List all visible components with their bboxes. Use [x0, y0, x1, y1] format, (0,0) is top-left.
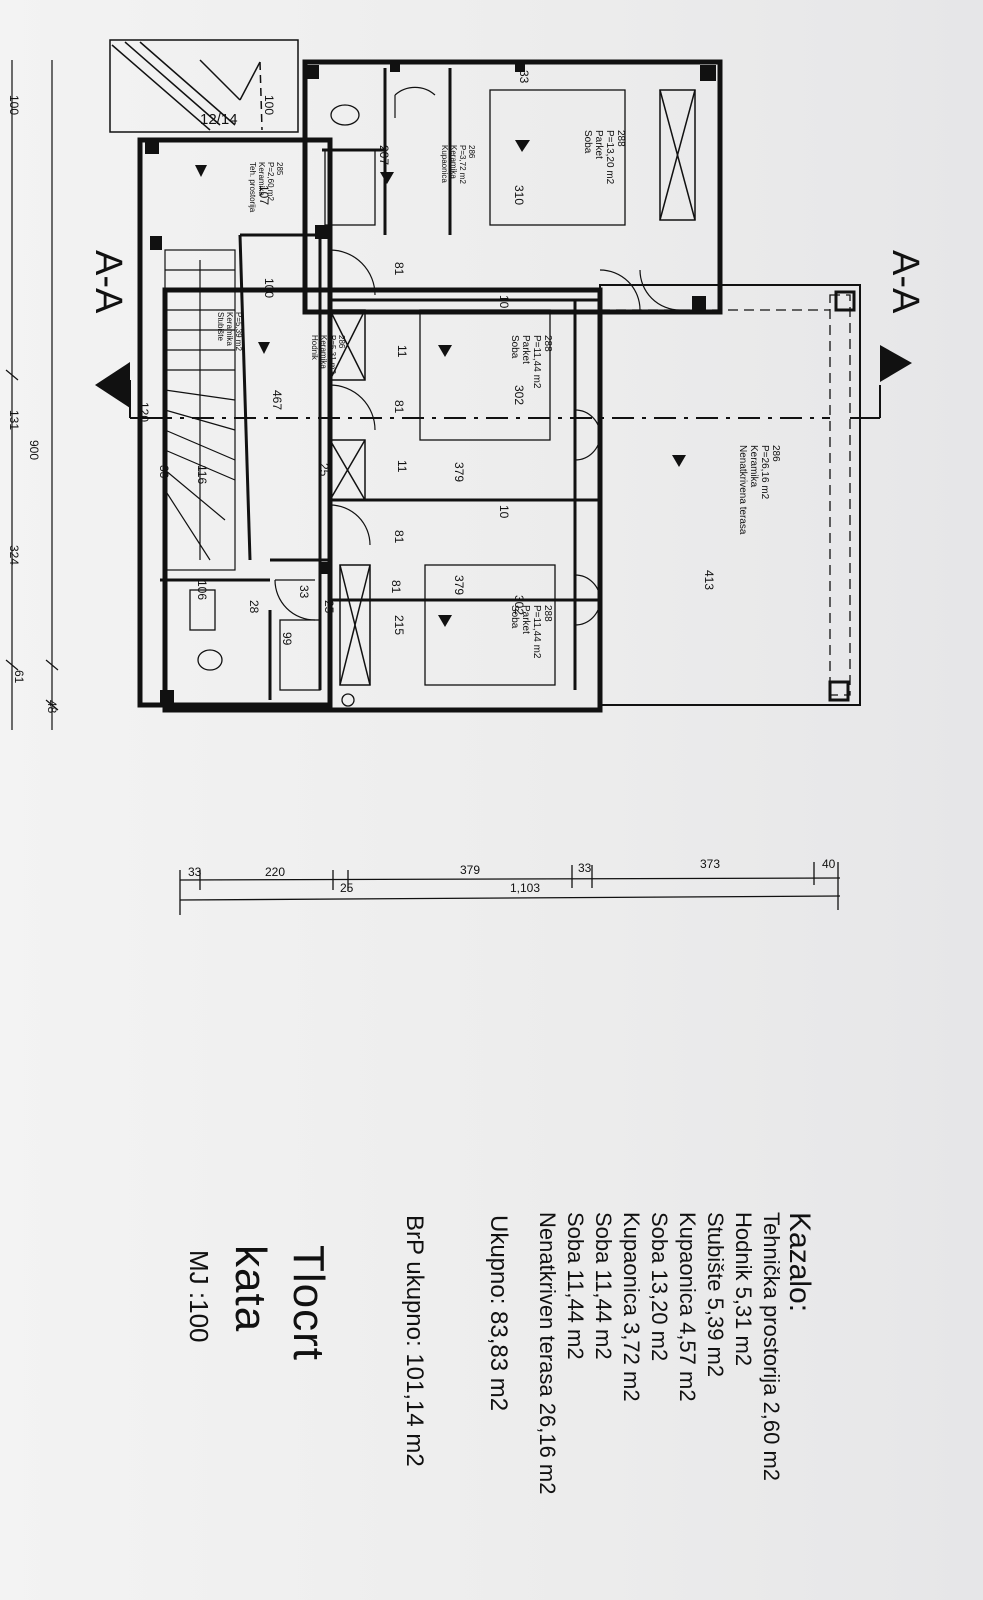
- beds: [419, 89, 626, 686]
- dimension-label: 81: [392, 262, 406, 276]
- dimension-label: 413: [702, 570, 716, 590]
- dimension-label: 900: [27, 440, 41, 460]
- door-swings: [274, 86, 681, 626]
- bottom-dimension-chain: [179, 862, 841, 915]
- outer-dimension-lines: [5, 60, 59, 730]
- plan-scale: MJ :100: [184, 1250, 214, 1343]
- room-labels: SobaParketP=13,20 m2288 SobaParketP=11,4…: [216, 130, 781, 659]
- dimension-label: 100: [262, 278, 276, 298]
- dimension-label: 302: [512, 595, 526, 615]
- sanitary-fixtures: [189, 104, 376, 707]
- stair-ratio-label: 12/14: [200, 111, 238, 128]
- room-label: KupaonicaKeramikaP=3,72 m2286: [440, 145, 476, 184]
- legend-item: Soba 11,44 m2: [563, 1212, 588, 1360]
- stairs: [164, 249, 236, 571]
- dimension-label: 25: [322, 600, 336, 614]
- dimension-label: 379: [452, 575, 466, 595]
- dimension-label: 28: [247, 600, 261, 614]
- room-label: SobaParketP=11,44 m2288: [509, 335, 553, 389]
- dimension-label: 81: [392, 530, 406, 544]
- bottom-dimension-label: 33: [188, 865, 202, 879]
- dimension-label: 207: [377, 145, 391, 165]
- legend-item: Stubište 5,39 m2: [703, 1212, 728, 1378]
- terrace: [599, 284, 861, 706]
- dimension-label: 100: [262, 95, 276, 115]
- section-label-bottom: A-A: [87, 250, 129, 314]
- dimension-label: 379: [452, 462, 466, 482]
- dimension-label: 131: [7, 410, 21, 430]
- bottom-dimension-label: 40: [822, 857, 836, 871]
- dimension-label: 11: [395, 345, 409, 358]
- section-arrow-icon: [95, 345, 912, 408]
- section-labels: A-A A-A: [87, 250, 926, 314]
- stair-landing: [109, 39, 299, 133]
- legend-total: Ukupno: 83,83 m2: [485, 1215, 512, 1412]
- legend-item: Tehnička prostorija 2,60 m2: [759, 1212, 784, 1482]
- legend-item: Nenatkriven terasa 26,16 m2: [535, 1212, 560, 1495]
- dimension-label: 107: [257, 185, 271, 205]
- dimension-label: 81: [389, 580, 403, 594]
- legend-brp: BrP ukupno: 101,14 m2: [401, 1215, 428, 1467]
- room-label: StubišteKeramikaP=5,39 m2: [216, 312, 243, 351]
- dimension-label: 106: [195, 580, 209, 600]
- dimension-label: 467: [270, 390, 284, 410]
- bottom-dimension-label: 220: [265, 865, 285, 879]
- bottom-dimension-label: 373: [700, 857, 720, 871]
- bottom-dimension-label: 1,103: [510, 881, 540, 895]
- dimension-label: 81: [392, 400, 406, 414]
- dimension-label: 48: [45, 700, 59, 714]
- legend-title: Kazalo:: [783, 1212, 816, 1313]
- dimension-label: 11: [395, 460, 409, 473]
- outer-walls: [137, 59, 723, 713]
- dimension-label: 310: [512, 185, 526, 205]
- dimension-label: 120: [137, 402, 151, 422]
- section-line: [129, 380, 881, 419]
- legend-item: Kupaonica 4,57 m2: [675, 1212, 700, 1402]
- room-label: Nenatkrivena terasaKeramikaP=26,16 m2286: [737, 445, 781, 535]
- bottom-dimension-label: 25: [340, 881, 354, 895]
- height-marker-icons: [195, 140, 686, 627]
- plan-title-line2: kata: [226, 1245, 275, 1333]
- dimension-label: 33: [517, 70, 531, 84]
- legend-item: Hodnik 5,31 m2: [731, 1212, 756, 1367]
- bottom-dimension-label: 379: [460, 863, 480, 877]
- dimension-label: 302: [512, 385, 526, 405]
- dimension-labels: 310 302 379 302 379 413 215 467 100 116 106 107 100 2…: [7, 70, 716, 714]
- bottom-dimension-labels: 33 220 379 33 373 40 25 1,103: [188, 857, 836, 895]
- room-label: SobaParketP=13,20 m2288: [582, 130, 626, 185]
- section-label-top: A-A: [884, 250, 926, 314]
- dimension-label: 33: [157, 465, 171, 479]
- dimension-label: 33: [297, 585, 311, 599]
- room-label: SobaParketP=11,44 m2288: [509, 605, 553, 659]
- dimension-label: 25: [317, 463, 331, 477]
- dimension-label: 215: [392, 615, 406, 635]
- legend-item: Soba 11,44 m2: [591, 1212, 616, 1360]
- dimension-label: 10: [497, 295, 511, 309]
- dimension-label: 61: [12, 670, 26, 684]
- legend-item: Kupaonica 3,72 m2: [619, 1212, 644, 1402]
- plan-title-line1: Tlocrt: [284, 1245, 333, 1361]
- dimension-label: 324: [7, 545, 21, 565]
- columns: [145, 62, 716, 704]
- wardrobes: [329, 89, 696, 686]
- dimension-label: 116: [195, 465, 209, 484]
- dimension-label: 99: [280, 632, 294, 646]
- room-label: Teh. prostorijaKeramikaP=2,60 m2285: [248, 162, 284, 213]
- dimension-label: 100: [7, 95, 21, 115]
- bottom-dimension-label: 33: [578, 861, 592, 875]
- dimension-label: 10: [497, 505, 511, 519]
- legend-item: Soba 13,20 m2: [647, 1212, 672, 1362]
- room-label: HodnikKeramikaP=5,31 m2286: [310, 335, 346, 374]
